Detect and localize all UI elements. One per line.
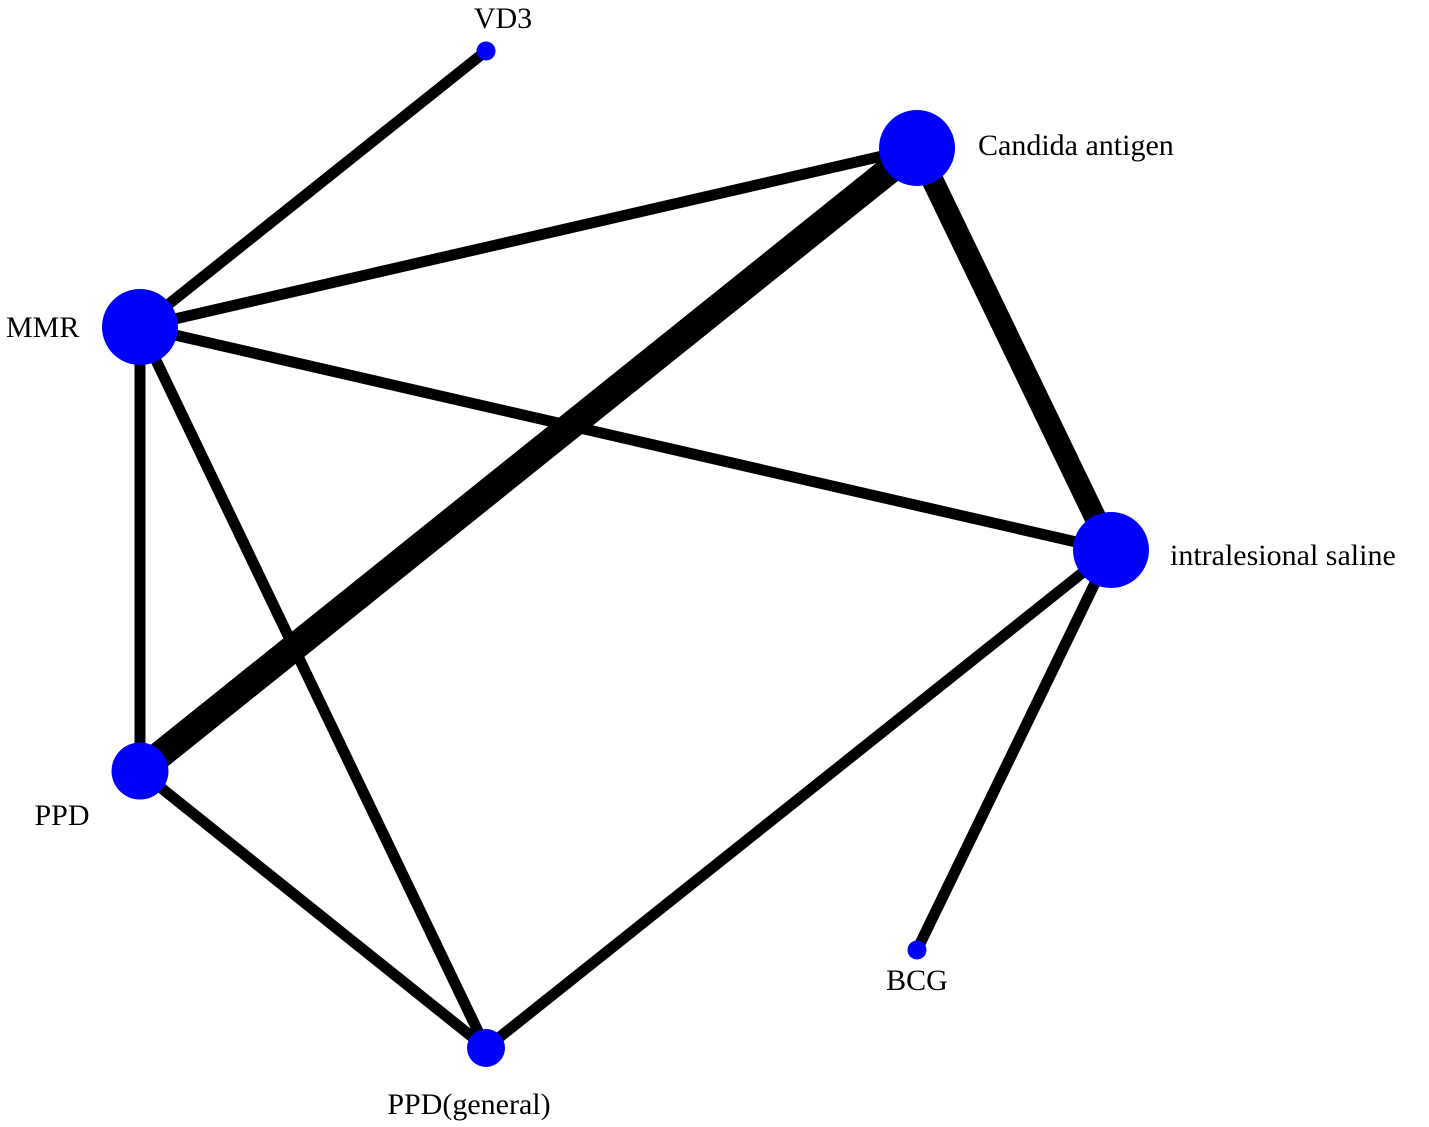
edge-MMR-saline	[138, 321, 1113, 556]
node-PPDg	[467, 1029, 505, 1067]
node-label-saline: intralesional saline	[1170, 539, 1396, 572]
node-label-VD3: VD3	[474, 2, 532, 35]
node-Candida	[879, 110, 955, 186]
edge-Candida-PPD	[131, 137, 926, 782]
node-label-MMR: MMR	[6, 311, 79, 344]
node-BCG	[907, 940, 927, 960]
edge-MMR-VD3	[136, 46, 490, 332]
nodes-layer	[102, 41, 1149, 1067]
node-saline	[1073, 512, 1149, 588]
edge-PPD-PPDg	[136, 766, 490, 1053]
node-label-PPDg: PPD(general)	[387, 1088, 550, 1121]
node-label-BCG: BCG	[886, 964, 948, 997]
edge-MMR-Candida	[138, 142, 919, 333]
edges-layer	[131, 46, 1121, 1053]
edge-saline-BCG	[912, 547, 1116, 953]
node-label-PPD: PPD	[34, 799, 89, 832]
edge-Candida-saline	[907, 143, 1121, 555]
node-MMR	[102, 289, 178, 365]
edge-MMR-PPDg	[135, 324, 491, 1051]
node-PPD	[111, 742, 169, 800]
edge-saline-PPDg	[482, 545, 1115, 1053]
node-VD3	[476, 41, 496, 61]
node-label-Candida: Candida antigen	[978, 129, 1174, 162]
